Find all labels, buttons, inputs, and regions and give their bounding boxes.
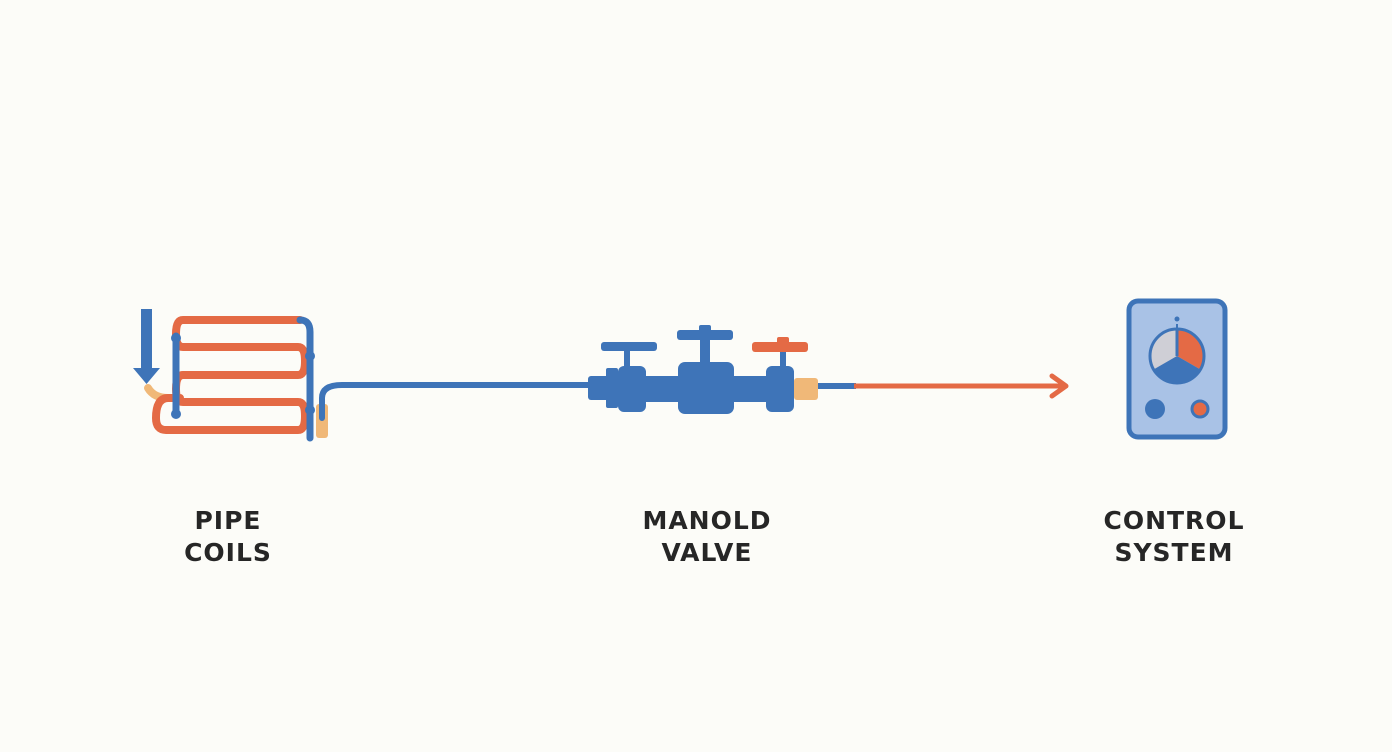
- flow-arrow-icon: [854, 373, 1069, 399]
- manifold-valve-label: MANOLD VALVE: [607, 505, 807, 569]
- manifold-valve-label-line1: MANOLD: [642, 506, 772, 535]
- down-arrow-icon: [133, 309, 160, 384]
- orange-button-icon: [1190, 399, 1210, 419]
- control-panel-icon: [1126, 298, 1228, 440]
- control-system-label: CONTROL SYSTEM: [1074, 505, 1274, 569]
- manifold-valve-label-line2: VALVE: [661, 538, 753, 567]
- pipe-coils-label-line2: COILS: [184, 538, 272, 567]
- control-system-label-line1: CONTROL: [1103, 506, 1245, 535]
- control-system-label-line2: SYSTEM: [1114, 538, 1234, 567]
- blue-button-icon: [1145, 399, 1165, 419]
- gauge-icon: [1148, 316, 1206, 385]
- pipe-coils-label-line1: PIPE: [194, 506, 262, 535]
- pipe-coils-label: PIPE COILS: [128, 505, 328, 569]
- pipe-coils-icon: [144, 316, 328, 442]
- manifold-valve-icon: [588, 325, 856, 414]
- supply-pipe: [319, 382, 595, 421]
